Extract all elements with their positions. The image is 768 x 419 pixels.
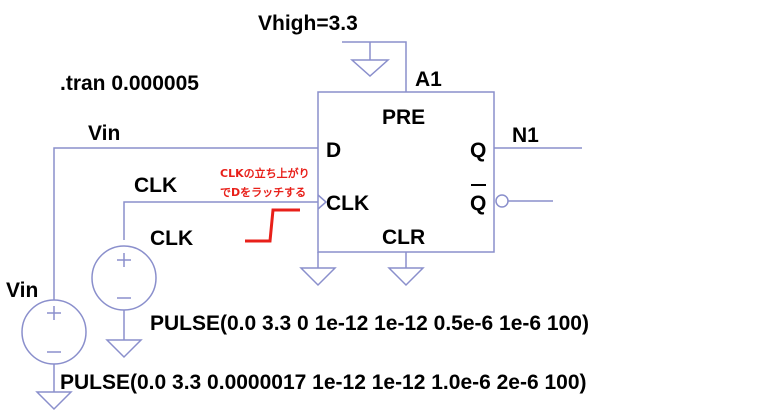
vin-voltage-source[interactable] — [21, 299, 87, 411]
ff-ground-clr — [387, 252, 425, 287]
vin-source-value: PULSE(0.0 3.3 0.0000017 1e-12 1e-12 1.0e… — [60, 371, 587, 394]
annotation-line2: でDをラッチする — [220, 186, 306, 199]
n1-net-label: N1 — [512, 124, 539, 147]
pin-qbar-label: Q — [470, 192, 486, 215]
flipflop-name: A1 — [415, 68, 442, 91]
ff-ground-left — [299, 252, 337, 287]
clk-net-label: CLK — [134, 174, 177, 197]
vhigh-directive: Vhigh=3.3 — [258, 12, 358, 35]
tran-directive: .tran 0.000005 — [60, 72, 199, 95]
pin-d-label: D — [326, 139, 341, 162]
vhigh-ground-symbol — [342, 41, 407, 92]
pin-q-label: Q — [470, 139, 486, 162]
rising-edge-marker — [245, 208, 300, 243]
pin-clk-label: CLK — [326, 192, 369, 215]
clk-source-name: CLK — [150, 227, 193, 250]
vin-net-label: Vin — [88, 122, 120, 145]
vin-wire[interactable] — [53, 147, 318, 300]
clk-voltage-source[interactable] — [91, 245, 157, 359]
clk-wire[interactable] — [123, 201, 318, 240]
annotation-line1: CLKの立ち上がり — [220, 166, 310, 180]
flipflop-body[interactable] — [317, 91, 495, 253]
qbar-inversion-bubble — [495, 194, 509, 208]
clk-edge-marker — [317, 194, 328, 210]
vin-source-name: Vin — [6, 279, 38, 302]
clk-source-value: PULSE(0.0 3.3 0 1e-12 1e-12 0.5e-6 1e-6 … — [150, 312, 589, 335]
pin-clr-label: CLR — [382, 226, 425, 249]
pin-pre-label: PRE — [382, 106, 425, 129]
